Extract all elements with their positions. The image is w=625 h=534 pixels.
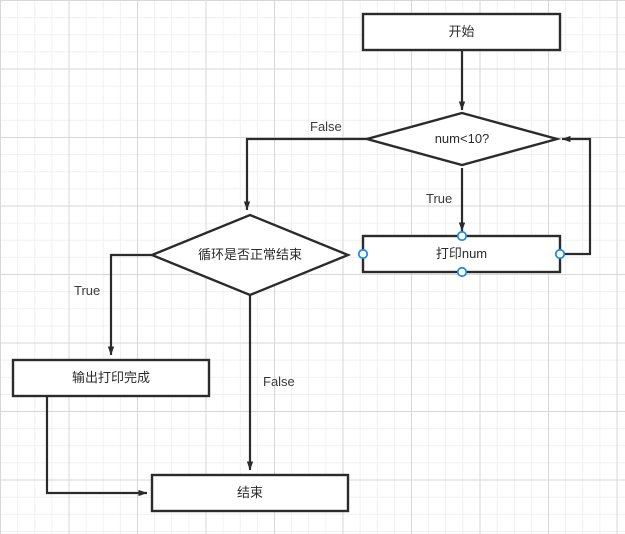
edge-print-loopback-to-condition[interactable] — [560, 135, 592, 256]
selection-handles-print-num[interactable] — [357, 230, 566, 278]
edge-label-loopcheck-false: False — [263, 374, 295, 389]
node-output-done-shape[interactable] — [11, 358, 211, 398]
node-condition-num-shape[interactable] — [362, 111, 562, 167]
node-start-shape[interactable] — [361, 12, 562, 52]
node-end-shape[interactable] — [150, 473, 350, 513]
edge-output-to-end[interactable] — [45, 396, 148, 497]
edge-label-condition-false: False — [310, 119, 342, 134]
edge-label-loopcheck-true: True — [74, 283, 101, 298]
handle-left[interactable] — [357, 248, 369, 260]
edge-label-condition-true: True — [426, 191, 453, 206]
node-condition-loop-shape[interactable] — [148, 213, 352, 297]
node-print-num-shape[interactable] — [361, 234, 562, 274]
handle-bottom[interactable] — [456, 266, 468, 278]
handle-right[interactable] — [554, 248, 566, 260]
edge-loopcheck-true-to-output[interactable] — [107, 253, 152, 356]
handle-top[interactable] — [456, 230, 468, 242]
edge-condition-false-to-loopcheck[interactable] — [243, 137, 367, 211]
